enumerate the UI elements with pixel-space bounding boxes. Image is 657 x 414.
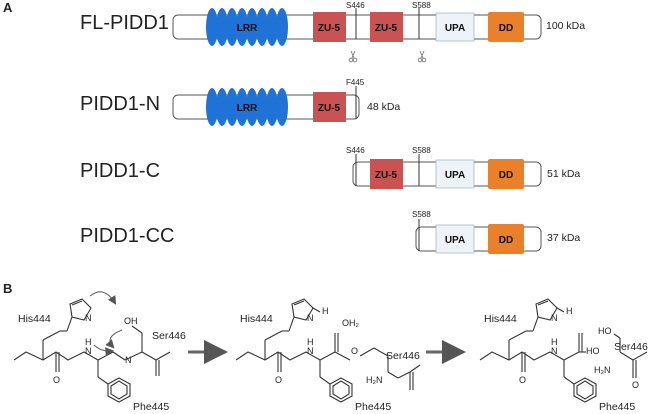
construct-pidd1-cc: UPA DD bbox=[415, 219, 542, 254]
lrr-domain bbox=[206, 88, 288, 126]
dd-label: DD bbox=[499, 170, 513, 181]
upa-label: UPA bbox=[445, 235, 465, 246]
label-n-3b: N bbox=[551, 346, 558, 356]
label-h2n-3: H₂N bbox=[594, 365, 611, 375]
label-phe445-3: Phe445 bbox=[599, 401, 636, 413]
dd-domain bbox=[488, 12, 524, 42]
label-n-1b: N bbox=[85, 346, 92, 356]
imidazole-ring bbox=[291, 298, 314, 321]
label-n-3: N bbox=[551, 313, 558, 323]
panel-b-label: B bbox=[3, 281, 13, 296]
dd-domain bbox=[488, 224, 524, 254]
construct-name-pidd1-n: PIDD1-N bbox=[80, 93, 161, 115]
construct-pidd1-c: ZU-5 UPA DD bbox=[352, 154, 542, 189]
label-o-2a: O bbox=[351, 346, 359, 356]
upa-domain bbox=[435, 12, 475, 42]
dd-domain bbox=[488, 159, 524, 189]
mechanism-scheme bbox=[13, 291, 648, 403]
label-ser446-1: Ser446 bbox=[152, 330, 186, 342]
imidazole-ring bbox=[535, 298, 558, 321]
mw-pidd1-c: 51 kDa bbox=[547, 168, 581, 180]
mw-fl-pidd1: 100 kDa bbox=[546, 20, 586, 32]
mw-pidd1-cc: 37 kDa bbox=[547, 232, 581, 244]
structure-1 bbox=[13, 291, 171, 403]
zu5-label-1: ZU-5 bbox=[318, 23, 341, 34]
upa-domain bbox=[435, 159, 475, 189]
label-h-2: H bbox=[322, 306, 329, 316]
label-h-1: H bbox=[85, 337, 92, 347]
site-f445-n: F445 bbox=[346, 78, 365, 87]
site-s588-cc: S588 bbox=[412, 210, 431, 219]
label-ho-3b: HO bbox=[586, 346, 600, 356]
label-ho-3: HO bbox=[598, 326, 612, 336]
construct-name-pidd1-c: PIDD1-C bbox=[80, 160, 161, 182]
label-his444-2: His444 bbox=[240, 313, 273, 325]
upa-domain bbox=[435, 224, 475, 254]
label-o-3b: O bbox=[632, 380, 640, 390]
label-ser446-2: Ser446 bbox=[386, 350, 420, 362]
lrr-label: LRR bbox=[237, 103, 258, 114]
label-n-1c: N bbox=[125, 355, 132, 365]
lrr-label: LRR bbox=[237, 23, 258, 34]
construct-pidd1-n: LRR ZU-5 bbox=[172, 86, 360, 126]
mw-pidd1-n: 48 kDa bbox=[367, 101, 401, 113]
imidazole-ring bbox=[69, 298, 92, 321]
label-phe445-1: Phe445 bbox=[133, 401, 170, 413]
zu5-domain-2 bbox=[370, 12, 403, 42]
construct-fl-pidd1: LRR ZU-5 ZU-5 UPA DD bbox=[172, 8, 542, 63]
label-h-3: H bbox=[566, 306, 573, 316]
panel-a-label: A bbox=[3, 0, 13, 15]
zu5-label-2: ZU-5 bbox=[375, 23, 398, 34]
upa-label: UPA bbox=[445, 170, 465, 181]
lrr-domain bbox=[206, 8, 288, 46]
structure-3 bbox=[479, 298, 648, 403]
label-oh-1: OH bbox=[124, 316, 138, 326]
site-s588-fl: S588 bbox=[412, 1, 431, 10]
label-oh2-2: OH₂ bbox=[342, 318, 359, 328]
label-o-2b: O bbox=[275, 375, 283, 385]
label-h2n-2: H₂N bbox=[366, 375, 383, 385]
upa-label: UPA bbox=[445, 23, 465, 34]
site-s446-c: S446 bbox=[346, 146, 365, 155]
label-phe445-2: Phe445 bbox=[355, 401, 392, 413]
zu5-label: ZU-5 bbox=[318, 103, 341, 114]
label-his444-1: His444 bbox=[18, 313, 51, 325]
label-n-2: N bbox=[307, 313, 314, 323]
label-o-1: O bbox=[53, 375, 61, 385]
zu5-label: ZU-5 bbox=[375, 170, 398, 181]
dd-label: DD bbox=[499, 23, 513, 34]
scissors-icon bbox=[417, 50, 427, 63]
scissors-icon bbox=[348, 50, 358, 63]
site-s588-c: S588 bbox=[412, 146, 431, 155]
zu5-domain bbox=[370, 159, 403, 189]
structure-2 bbox=[235, 298, 421, 403]
label-h-3b: H bbox=[551, 337, 558, 347]
label-h-2b: H bbox=[307, 337, 314, 347]
zu5-domain bbox=[313, 92, 346, 122]
construct-name-fl-pidd1: FL-PIDD1 bbox=[80, 12, 169, 34]
label-o-3: O bbox=[519, 375, 527, 385]
label-ser446-3: Ser446 bbox=[614, 341, 648, 353]
label-n-2b: N bbox=[307, 346, 314, 356]
label-his444-3: His444 bbox=[484, 313, 517, 325]
label-n-1: N bbox=[85, 313, 92, 323]
site-s446-fl: S446 bbox=[346, 1, 365, 10]
zu5-domain-1 bbox=[313, 12, 346, 42]
construct-name-pidd1-cc: PIDD1-CC bbox=[80, 225, 175, 247]
dd-label: DD bbox=[499, 235, 513, 246]
